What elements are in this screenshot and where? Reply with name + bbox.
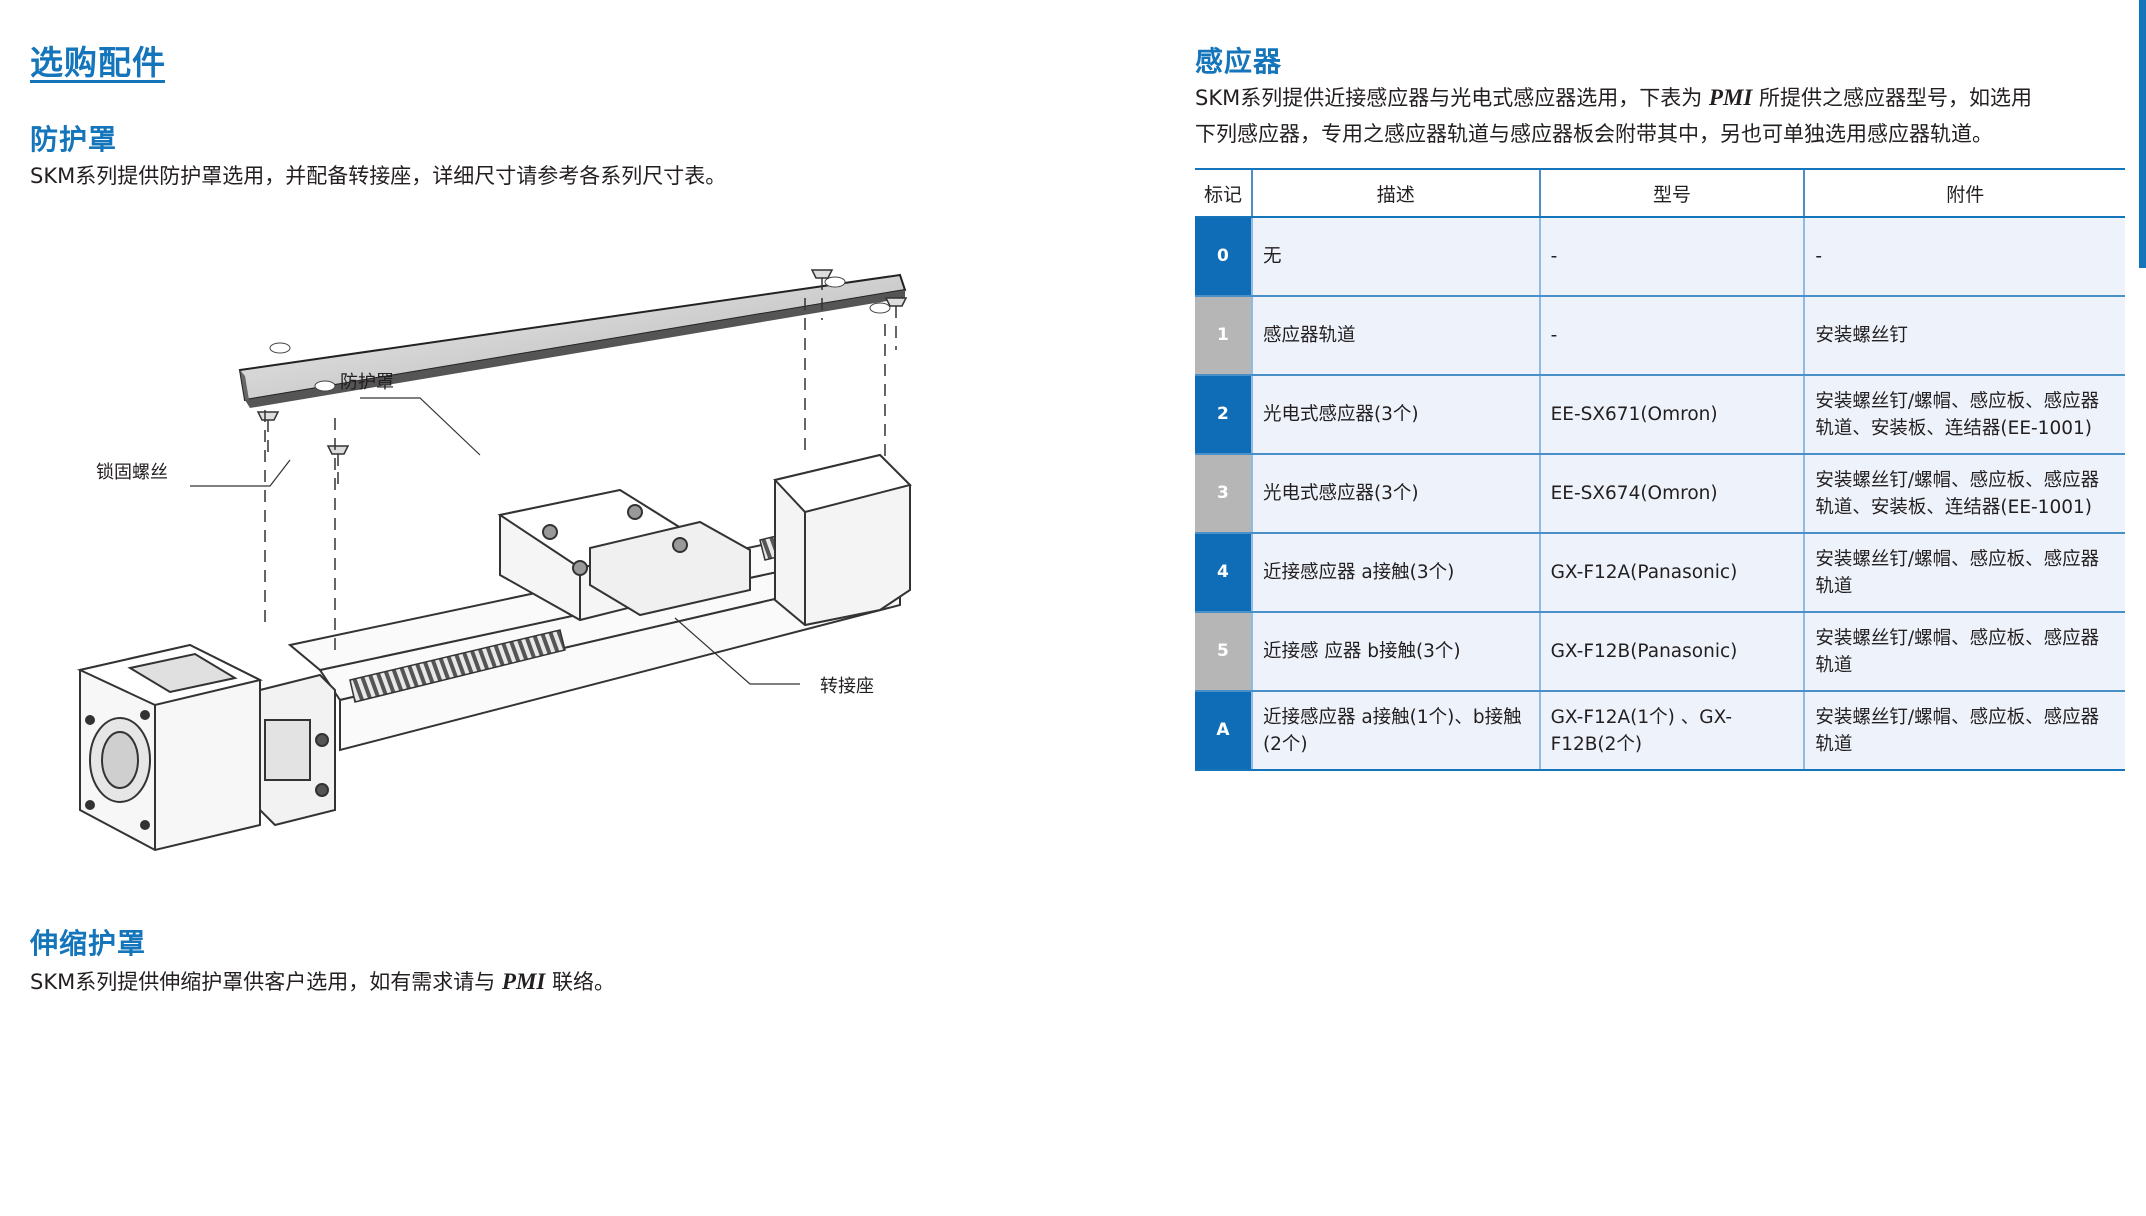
row-model: GX-F12A(1个) 、GX-F12B(2个) [1538, 691, 1805, 771]
table-row: 4 近接感应器 a接触(3个) GX-F12A(Panasonic) 安装螺丝钉… [1195, 533, 2125, 613]
row-mark: A [1195, 691, 1252, 771]
row-accessories: 安装螺丝钉/螺帽、感应板、感应器轨道 [1803, 533, 2125, 613]
table-row: 1 感应器轨道 - 安装螺丝钉 [1195, 296, 2125, 376]
row-description: 感应器轨道 [1250, 296, 1540, 376]
sensor-section-title: 感应器 [1195, 45, 1283, 78]
brand-pmi-sensor: PMI [1708, 85, 1753, 110]
row-mark: 1 [1195, 296, 1252, 376]
carriage [497, 488, 751, 622]
label-lock-screw: 锁固螺丝 [96, 462, 168, 483]
header-mark: 标记 [1195, 168, 1252, 218]
row-model: - [1538, 217, 1805, 297]
linear-module-illustration [76, 269, 912, 852]
row-accessories: 安装螺丝钉/螺帽、感应板、感应器轨道、安装板、连结器(EE-1001) [1803, 454, 2125, 534]
cover-plate [238, 273, 907, 408]
table-row: A 近接感应器 a接触(1个)、b接触(2个) GX-F12A(1个) 、GX-… [1195, 691, 2125, 771]
row-description: 光电式感应器(3个) [1250, 454, 1540, 534]
leader-lines [190, 397, 800, 685]
title-underline [30, 80, 165, 83]
row-description: 光电式感应器(3个) [1250, 375, 1540, 455]
header-description: 描述 [1250, 168, 1540, 218]
row-description: 近接感应器 a接触(1个)、b接触(2个) [1250, 691, 1540, 771]
row-model: GX-F12B(Panasonic) [1538, 612, 1805, 692]
brand-pmi: PMI [501, 969, 546, 994]
row-description: 近接感 应器 b接触(3个) [1250, 612, 1540, 692]
row-model: GX-F12A(Panasonic) [1538, 533, 1805, 613]
row-mark: 4 [1195, 533, 1252, 613]
row-accessories: 安装螺丝钉/螺帽、感应板、感应器轨道 [1803, 612, 2125, 692]
row-mark: 2 [1195, 375, 1252, 455]
row-accessories: 安装螺丝钉/螺帽、感应板、感应器轨道 [1803, 691, 2125, 771]
row-mark: 5 [1195, 612, 1252, 692]
row-accessories: 安装螺丝钉 [1803, 296, 2125, 376]
row-mark: 3 [1195, 454, 1252, 534]
sensor-table: 标记 描述 型号 附件 0 无 - - 1 感应器轨道 - 安装螺丝钉 2 光电… [1195, 168, 2125, 771]
row-description: 无 [1250, 217, 1540, 297]
ball-screw-front [349, 629, 566, 703]
sensor-intro-line2: 下列感应器，专用之感应器轨道与感应器板会附带其中，另也可单独选用感应器轨道。 [1195, 122, 1993, 146]
table-row: 3 光电式感应器(3个) EE-SX674(Omron) 安装螺丝钉/螺帽、感应… [1195, 454, 2125, 534]
row-model: - [1538, 296, 1805, 376]
row-model: EE-SX674(Omron) [1538, 454, 1805, 534]
adapter-block [259, 673, 336, 827]
alignment-lines [264, 298, 897, 650]
bellows-section-title: 伸缩护罩 [30, 927, 147, 960]
cover-section-text: SKM系列提供防护罩选用，并配备转接座，详细尺寸请参考各系列尺寸表。 [30, 164, 727, 188]
right-end-block [773, 453, 912, 627]
row-description: 近接感应器 a接触(3个) [1250, 533, 1540, 613]
row-accessories: 安装螺丝钉/螺帽、感应板、感应器轨道、安装板、连结器(EE-1001) [1803, 375, 2125, 455]
row-mark: 0 [1195, 217, 1252, 297]
bellows-section-text: SKM系列提供伸缩护罩供客户选用，如有需求请与 PMI 联络。 [30, 969, 616, 994]
screws [256, 269, 908, 466]
table-row: 0 无 - - [1195, 217, 2125, 297]
header-model: 型号 [1538, 168, 1805, 218]
table-row: 2 光电式感应器(3个) EE-SX671(Omron) 安装螺丝钉/螺帽、感应… [1195, 375, 2125, 455]
header-accessories: 附件 [1803, 168, 2125, 218]
label-cover: 防护罩 [340, 372, 394, 393]
table-header-row: 标记 描述 型号 附件 [1195, 168, 2125, 218]
page-title: 选购配件 [30, 43, 166, 82]
row-accessories: - [1803, 217, 2125, 297]
cover-section-title: 防护罩 [30, 123, 118, 156]
page-edge-bar [2139, 0, 2146, 268]
left-motor-block [76, 643, 263, 852]
row-model: EE-SX671(Omron) [1538, 375, 1805, 455]
label-adapter: 转接座 [820, 676, 874, 697]
table-row: 5 近接感 应器 b接触(3个) GX-F12B(Panasonic) 安装螺丝… [1195, 612, 2125, 692]
sensor-intro-line1: SKM系列提供近接感应器与光电式感应器选用，下表为 PMI 所提供之感应器型号，… [1195, 85, 2033, 110]
